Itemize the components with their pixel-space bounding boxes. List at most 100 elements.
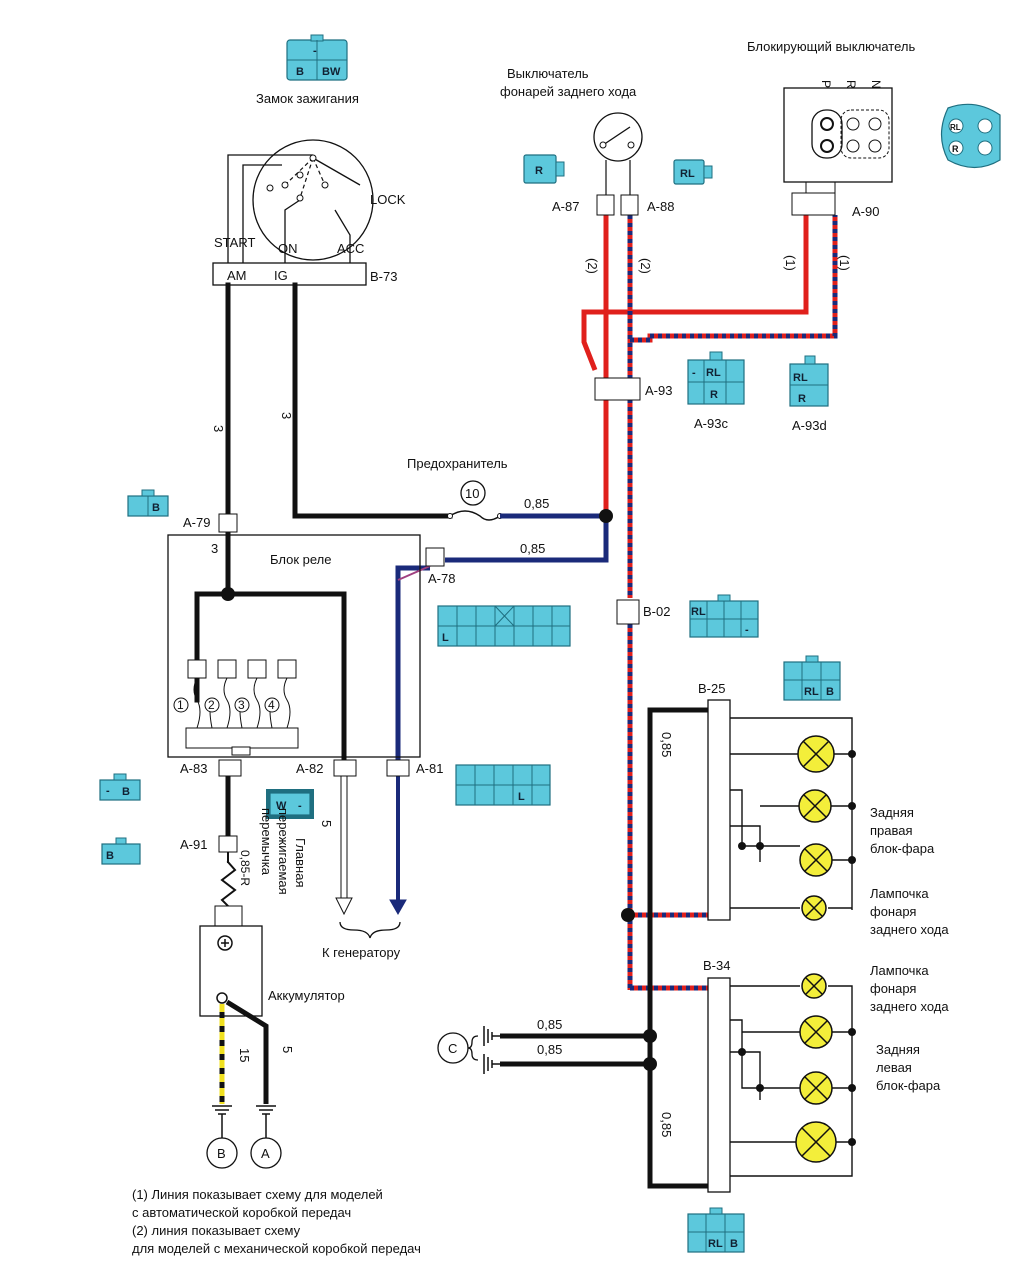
shift-n: N [869, 80, 883, 89]
a79-connector-icon: B [127, 489, 169, 517]
a83-label: A-83 [180, 761, 207, 776]
wire-2-a88: (2) [638, 258, 653, 274]
wire-1-a90b: (1) [837, 255, 852, 271]
rear-right-l1: Задняя [870, 805, 914, 820]
shift-p: P [819, 80, 833, 88]
b34-connector-icon: RL B [687, 1207, 745, 1253]
b02-pin-dash: - [745, 624, 749, 636]
a91-pin-b: B [106, 850, 114, 862]
a87-pin-r: R [535, 165, 543, 177]
a90-connector-icon: RL R [940, 103, 1001, 169]
fuse: 10 Предохранитель [407, 456, 508, 521]
wire-3-relay: 3 [211, 541, 218, 556]
relay-2: 2 [208, 698, 215, 712]
b25-connector-icon: RL B [783, 655, 841, 701]
fusible-link-l2: пережигаемая [276, 808, 291, 895]
a79-pin-b: B [152, 502, 160, 514]
a91-label: A-91 [180, 837, 207, 852]
lock-label: LOCK [370, 192, 406, 207]
wire-3-ig: 3 [279, 412, 294, 419]
relay-block: 1 2 3 4 Блок реле A-79 A-78 A-83 A-82 A-… [167, 513, 455, 777]
wire-085-fuse: 0,85 [524, 496, 549, 511]
rear-left-l1: Задняя [876, 1042, 920, 1057]
a88-pin-rl: RL [680, 168, 695, 180]
ignition-switch-title: Замок зажигания [256, 91, 359, 106]
a82-pin-w: W [276, 800, 287, 812]
a78-connector-icon: L [437, 605, 571, 647]
b73-label: B-73 [370, 269, 397, 284]
a93c-pin-rl: RL [706, 367, 721, 379]
fuse-number: 10 [465, 486, 479, 501]
fuse-label: Предохранитель [407, 456, 508, 471]
ig-label: IG [274, 268, 288, 283]
junction-c2 [643, 1057, 657, 1071]
note-2: с автоматической коробкой передач [132, 1205, 351, 1220]
ground-a: A [261, 1146, 270, 1161]
a83-pin-b: B [122, 786, 130, 798]
a81-pin-l: L [518, 791, 525, 803]
wire-085-c2: 0,85 [537, 1042, 562, 1057]
relay-1: 1 [177, 698, 184, 712]
b34-pin-rl: RL [708, 1238, 723, 1250]
wire-15: 15 [237, 1048, 252, 1062]
reverse-switch-title-2: фонарей заднего хода [500, 84, 637, 99]
rev-lamp-r-l1: Лампочка [870, 886, 929, 901]
junction-fuse [599, 509, 613, 523]
ground-c-label: C [448, 1041, 457, 1056]
a93c-connector-icon: - RL R A-93c [687, 351, 745, 431]
inhibitor-switch-title: Блокирующий выключатель [747, 39, 916, 54]
a93c-pin-dash: - [692, 367, 696, 379]
red-blue-wire [627, 215, 838, 991]
wire-085-b34: 0,85 [659, 1112, 674, 1137]
start-label: START [214, 235, 255, 250]
wire-2-a87: (2) [585, 258, 600, 274]
junction-c1 [643, 1029, 657, 1043]
rev-lamp-r-l2: фонаря [870, 904, 916, 919]
a82-label: A-82 [296, 761, 323, 776]
battery-ground-wires [206, 999, 282, 1169]
a93c-label: A-93c [694, 416, 728, 431]
generator-wires: К генератору 5 [319, 775, 401, 960]
a88-label: A-88 [647, 199, 674, 214]
on-label: ON [278, 241, 298, 256]
b02-pin-rl: RL [691, 606, 706, 618]
inhibitor-switch: P R N Блокирующий выключатель A-90 [747, 39, 916, 219]
note-3: (2) линия показывает схему [132, 1223, 301, 1238]
lamp-descriptions: Задняя правая блок-фара Лампочка фонаря … [870, 805, 949, 1093]
a78-pin-l: L [442, 632, 449, 644]
wire-1-a90a: (1) [783, 255, 798, 271]
a90-pin-rl: RL [950, 123, 961, 132]
blue-wires [389, 513, 609, 916]
a81-label: A-81 [416, 761, 443, 776]
wire-085-relay: 0,85 [520, 541, 545, 556]
rev-lamp-l-l3: заднего хода [870, 999, 949, 1014]
a93d-pin-rl: RL [793, 372, 808, 384]
am-label: AM [227, 268, 247, 283]
wire-085-b25: 0,85 [659, 732, 674, 757]
b25-pin-rl: RL [804, 686, 819, 698]
rear-right-l3: блок-фара [870, 841, 935, 856]
a93c-pin-r: R [710, 389, 718, 401]
wire-3-am: 3 [211, 425, 226, 432]
note-4: для моделей с механической коробкой пере… [132, 1241, 421, 1256]
ground-b: B [217, 1146, 226, 1161]
battery-label: Аккумулятор [268, 988, 345, 1003]
acc-label: ACC [337, 241, 364, 256]
black-wires [194, 282, 453, 908]
b34-pin-b: B [730, 1238, 738, 1250]
b02-connector [616, 599, 640, 625]
rev-lamp-l-l1: Лампочка [870, 963, 929, 978]
a93-label: A-93 [645, 383, 672, 398]
b02-connector-icon: RL - [689, 594, 759, 638]
a78-label: A-78 [428, 571, 455, 586]
shift-r: R [844, 80, 858, 89]
relay-block-title: Блок реле [270, 552, 332, 567]
a82-connector-icon: W - [266, 789, 314, 819]
a82-pin-dash: - [298, 800, 302, 812]
a87-connector-icon: R [523, 154, 565, 184]
a88-connector-icon: RL [673, 159, 713, 185]
b34-block: B-34 [703, 958, 856, 1193]
ignition-switch: LOCK START ON ACC AM IG B-73 Замок зажиг… [212, 91, 406, 286]
fusible-link-l1: Главная [293, 838, 308, 887]
